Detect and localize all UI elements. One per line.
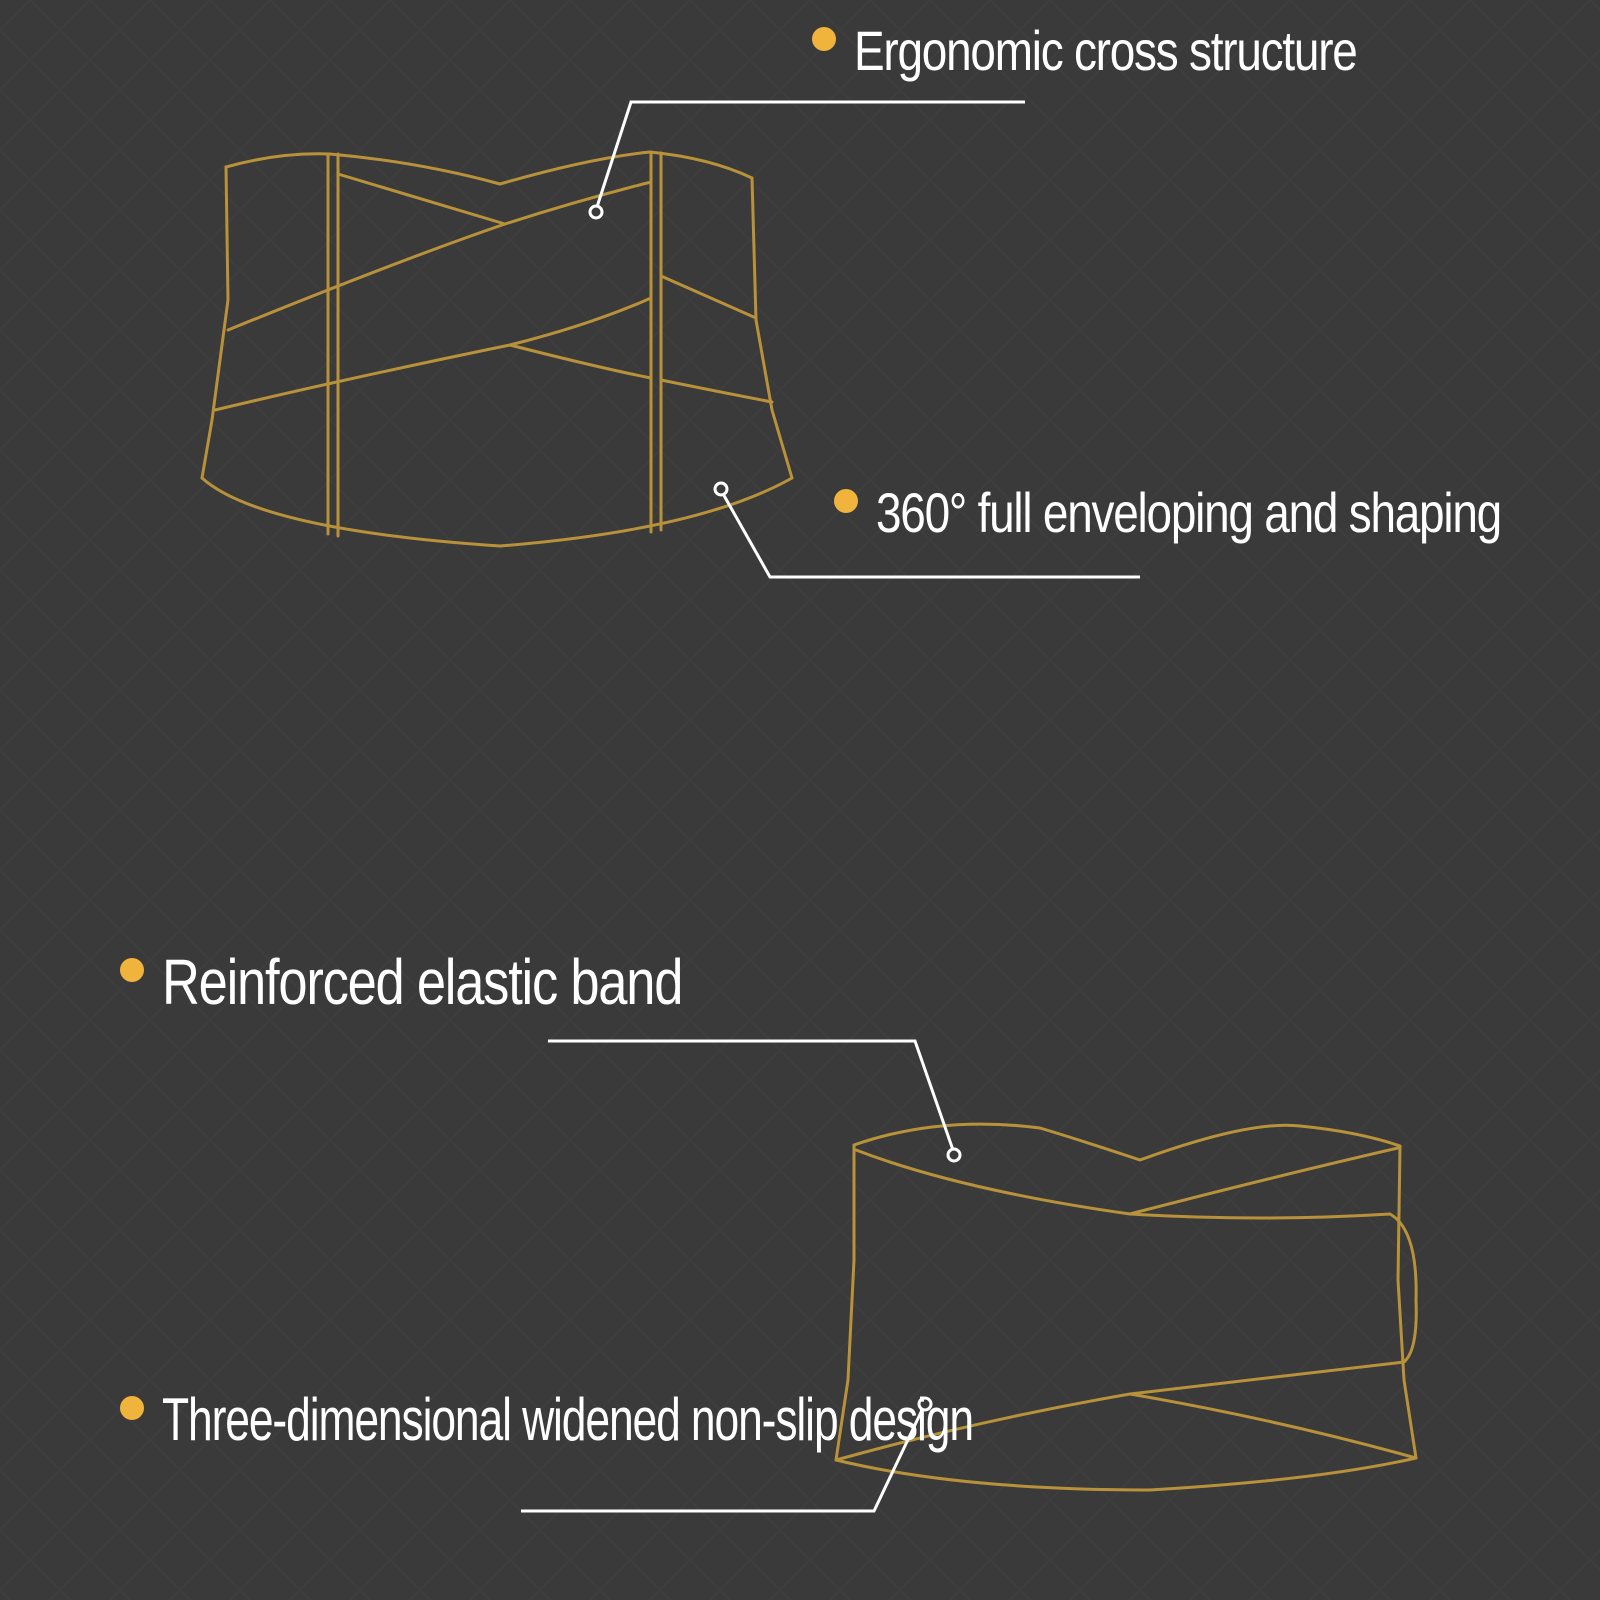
bullet-dot-icon bbox=[812, 26, 836, 51]
leader-anchor-enveloping bbox=[713, 481, 729, 497]
leader-line-threed bbox=[521, 1407, 925, 1513]
callout-ergonomic: Ergonomic cross structure bbox=[812, 18, 1467, 83]
leader-anchor-ergonomic bbox=[588, 204, 604, 220]
front-belt-outline bbox=[200, 150, 794, 548]
callout-enveloping-text: 360° full enveloping and shaping bbox=[876, 481, 1502, 544]
leader-anchor-reinforced bbox=[946, 1147, 962, 1163]
callout-ergonomic-text: Ergonomic cross structure bbox=[854, 19, 1358, 82]
cross-strap-upper-b bbox=[226, 180, 653, 332]
leader-line-reinforced bbox=[548, 1039, 955, 1151]
back-belt-top-edge bbox=[852, 1122, 1402, 1162]
callout-reinforced-text: Reinforced elastic band bbox=[162, 946, 683, 1018]
front-belt-right-edge bbox=[750, 176, 794, 480]
bullet-dot-icon bbox=[120, 958, 144, 982]
leader-line-ergonomic bbox=[594, 100, 1025, 211]
side-strap-right-upper bbox=[659, 274, 758, 320]
back-belt-bottom-edge bbox=[834, 1456, 1418, 1492]
bullet-dot-icon bbox=[120, 1395, 144, 1420]
bullet-dot-icon bbox=[834, 488, 858, 513]
back-belt-left-edge bbox=[834, 1143, 856, 1462]
back-belt-band-top bbox=[1128, 1212, 1418, 1364]
callout-enveloping: 360° full enveloping and shaping bbox=[834, 480, 1600, 545]
leader-lines bbox=[521, 100, 1140, 1513]
front-belt-top-edge bbox=[224, 150, 754, 186]
cross-strap-upper-a bbox=[336, 172, 507, 226]
callout-threed-text: Three-dimensional widened non-slip desig… bbox=[162, 1386, 974, 1453]
callout-reinforced: Reinforced elastic band bbox=[120, 945, 796, 1019]
cross-strap-lower-a bbox=[213, 296, 653, 412]
callout-threed: Three-dimensional widened non-slip desig… bbox=[120, 1385, 1258, 1454]
cross-strap-lower-b bbox=[508, 343, 653, 380]
leader-anchor-threed bbox=[917, 1396, 933, 1412]
front-belt-bottom-edge bbox=[200, 476, 794, 548]
side-strap-right-lower bbox=[659, 378, 774, 404]
back-belt-outline bbox=[834, 1122, 1418, 1492]
front-belt-left-edge bbox=[200, 165, 230, 480]
leader-line-enveloping bbox=[720, 491, 1140, 579]
back-belt-band-lower-b bbox=[1128, 1392, 1418, 1460]
back-belt-right-edge bbox=[1396, 1144, 1418, 1460]
